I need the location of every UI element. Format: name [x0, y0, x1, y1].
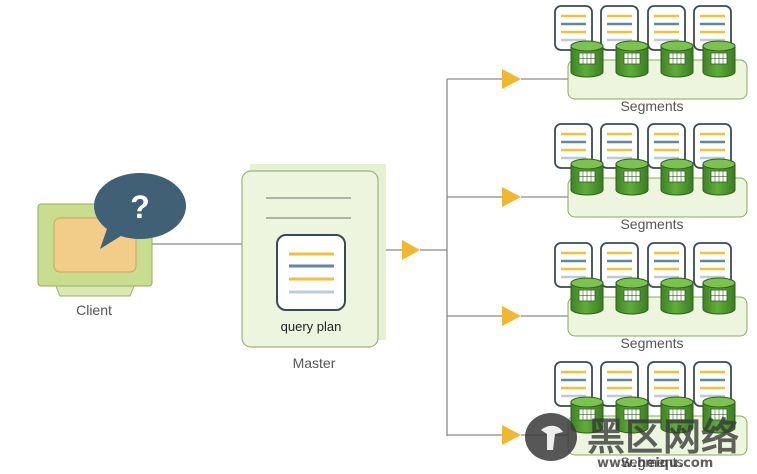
disk-top — [702, 40, 736, 52]
disk-top — [570, 158, 604, 170]
query-plan-label: query plan — [281, 319, 342, 334]
disk-top — [570, 40, 604, 52]
segment-document-icon — [554, 123, 593, 169]
client-node: ? Client — [37, 173, 186, 318]
bubble-text: ? — [130, 189, 150, 225]
segment-disk-icon — [660, 396, 694, 434]
disk-top — [702, 277, 736, 289]
segment-document-icon — [647, 123, 686, 169]
segment-document-icon — [600, 5, 639, 51]
disk-top — [570, 277, 604, 289]
watermark: 黑区网络 www.heiqu.com — [525, 413, 739, 471]
disk-top — [702, 158, 736, 170]
segment-group-3: Segments — [447, 242, 748, 351]
master-arrow — [402, 240, 420, 260]
segment-disk-icon — [702, 396, 736, 434]
segment-group-1: Segments — [447, 5, 748, 114]
segment-document-icon — [554, 242, 593, 288]
disk-top — [615, 277, 649, 289]
segment-disk-icon — [660, 158, 694, 196]
master-label: Master — [293, 355, 336, 371]
disk-top — [660, 277, 694, 289]
disk-top — [615, 396, 649, 408]
disk-top — [660, 396, 694, 408]
segment-arrow — [502, 425, 521, 445]
master-node: query plan Master — [241, 164, 386, 371]
disk-top — [615, 158, 649, 170]
disk-top — [615, 40, 649, 52]
segment-document-icon — [600, 123, 639, 169]
segment-disk-icon — [615, 396, 649, 434]
segment-document-icon — [693, 123, 732, 169]
segment-document-icon — [554, 5, 593, 51]
monitor-stand — [55, 285, 135, 297]
disk-top — [702, 396, 736, 408]
question-bubble-icon: ? — [94, 173, 186, 249]
segment-disk-icon — [615, 277, 649, 315]
watermark-logo-mark — [541, 425, 563, 450]
segment-disk-icon — [615, 158, 649, 196]
segment-disk-icon — [570, 158, 604, 196]
segments-label: Segments — [620, 98, 683, 114]
query-plan-document-icon — [276, 234, 346, 311]
disk-top — [570, 396, 604, 408]
watermark-chinese: 黑区网络 — [587, 415, 739, 459]
segment-document-icon — [600, 361, 639, 407]
watermark-url: www.heiqu.com — [597, 456, 713, 471]
client-label: Client — [76, 302, 112, 318]
segment-disk-icon — [570, 40, 604, 78]
segment-arrow — [502, 306, 521, 326]
segment-base-panel — [567, 177, 748, 218]
segment-disk-icon — [570, 277, 604, 315]
segment-disk-icon — [702, 158, 736, 196]
segments-label: Segments — [620, 454, 683, 470]
segment-disk-icon — [660, 277, 694, 315]
segment-group-4: Segments — [447, 361, 748, 470]
segment-disk-icon — [660, 40, 694, 78]
segment-document-icon — [647, 242, 686, 288]
segment-group-2: Segments — [447, 123, 748, 232]
segment-base-panel — [567, 59, 748, 100]
disk-top — [660, 40, 694, 52]
disk-top — [660, 158, 694, 170]
segment-disk-icon — [615, 40, 649, 78]
segments-label: Segments — [620, 216, 683, 232]
segment-disk-icon — [702, 40, 736, 78]
segment-document-icon — [554, 361, 593, 407]
segment-arrow — [502, 69, 521, 89]
segment-arrow — [502, 187, 521, 207]
segment-base-panel — [567, 296, 748, 337]
segments-label: Segments — [620, 335, 683, 351]
segment-document-icon — [600, 242, 639, 288]
segment-disk-icon — [702, 277, 736, 315]
